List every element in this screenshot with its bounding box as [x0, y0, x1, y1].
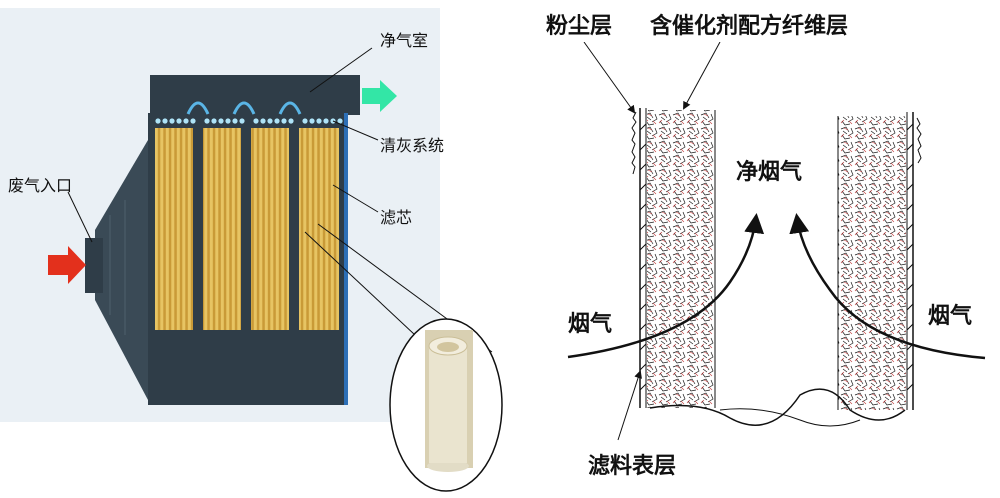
flue-gas-flow-left — [567, 213, 765, 359]
dust-layer-right — [916, 117, 922, 164]
ash-cleaning-pipes — [186, 101, 302, 115]
filter-bundle — [251, 128, 289, 330]
flue-gas-flow-right — [789, 213, 986, 360]
label-flue-gas-right: 烟气 — [928, 304, 973, 329]
nozzle-row — [155, 118, 343, 124]
label-clean-chamber: 净气室 — [380, 31, 429, 50]
inlet-arrow-icon — [48, 246, 86, 284]
dust-layer-left — [631, 111, 637, 175]
filter-bundle — [299, 128, 339, 330]
fiber-layer-right — [838, 116, 906, 410]
label-filter-core: 滤芯 — [380, 208, 413, 227]
label-filter-surface: 滤料表层 — [588, 454, 677, 479]
inlet-pipe — [85, 238, 103, 293]
filter-bundle — [155, 128, 193, 330]
inlet-hopper — [95, 140, 148, 400]
bottom-seal-curve — [649, 388, 906, 426]
ceramic-filter-tube-icon — [425, 330, 473, 472]
outlet-arrow-icon — [362, 80, 397, 112]
label-dust-layer: 粉尘层 — [540, 12, 619, 42]
clean-chamber — [150, 75, 360, 115]
label-catalyst-fiber-layer: 含催化剂配方纤维层 — [644, 12, 855, 42]
filter-bundle — [203, 128, 241, 330]
fiber-layer-left — [647, 110, 715, 408]
label-ash-cleaning: 清灰系统 — [380, 136, 445, 155]
label-inlet: 废气入口 — [8, 176, 73, 195]
label-flue-gas-left: 烟气 — [568, 312, 613, 337]
label-clean-gas: 净烟气 — [736, 160, 803, 185]
